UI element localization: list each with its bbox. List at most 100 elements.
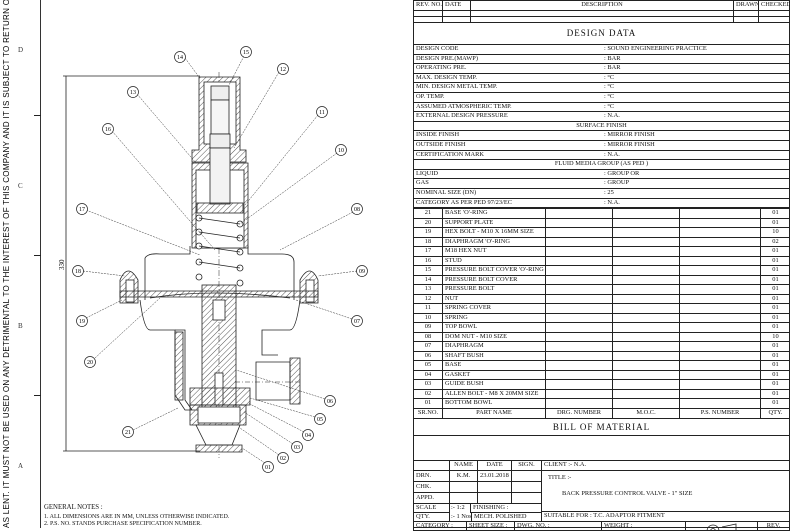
design-data-label: CATEGORY AS PER PED 97/23/EC bbox=[416, 198, 512, 206]
part-balloon: 15 bbox=[240, 46, 252, 58]
balloon-number: 10 bbox=[338, 148, 344, 154]
design-data-label: OPERATING PRE. bbox=[416, 64, 467, 72]
balloon-number: 12 bbox=[280, 67, 286, 73]
part-balloon: 12 bbox=[277, 63, 289, 75]
balloon-number: 17 bbox=[79, 207, 85, 213]
zone-tick bbox=[34, 255, 41, 256]
balloon-number: 20 bbox=[87, 360, 93, 366]
design-data-row: CATEGORY AS PER PED 97/23/EC : N.A. bbox=[413, 197, 790, 209]
bom-empty-cell bbox=[612, 398, 680, 409]
balloon-number: 06 bbox=[327, 399, 333, 405]
design-data-title: DESIGN DATA bbox=[413, 22, 790, 45]
design-data-value: : MIRROR FINISH bbox=[604, 131, 655, 139]
design-data-label: OP. TEMP. bbox=[416, 93, 445, 101]
balloon-number: 09 bbox=[359, 269, 365, 275]
design-data-label: OUTSIDE FINISH bbox=[416, 141, 466, 149]
category-field: CATEGORY : bbox=[413, 521, 467, 531]
part-balloon: 08 bbox=[351, 203, 363, 215]
third-angle-projection-icon bbox=[706, 523, 736, 530]
design-data-label: MIN. DESIGN METAL TEMP. bbox=[416, 83, 498, 91]
design-data-label: ASSUMED ATMOSPHERIC TEMP. bbox=[416, 102, 512, 110]
drawing-title: BACK PRESSURE CONTROL VALVE - 1" SIZE bbox=[562, 490, 693, 497]
zone-label: D bbox=[18, 46, 24, 54]
blank-area bbox=[413, 435, 790, 461]
design-data-value: : GROUP OR bbox=[604, 169, 640, 177]
balloon-number: 19 bbox=[79, 319, 85, 325]
part-balloon: 21 bbox=[122, 426, 134, 438]
balloon-number: 03 bbox=[294, 445, 300, 451]
title-label: TITLE :- bbox=[548, 474, 572, 481]
projection-symbol bbox=[685, 521, 758, 531]
weight-field: WEIGHT : bbox=[601, 521, 686, 531]
design-data-value: : °C bbox=[604, 102, 615, 110]
part-balloon: 11 bbox=[316, 106, 328, 118]
general-notes-title: GENERAL NOTES : bbox=[44, 504, 103, 511]
design-data-label: MAX. DESIGN TEMP. bbox=[416, 73, 477, 81]
part-balloon: 17 bbox=[76, 203, 88, 215]
dimension-label: 330 bbox=[58, 259, 66, 270]
base bbox=[189, 387, 251, 406]
balloon-number: 21 bbox=[125, 430, 131, 436]
zone-label: B bbox=[18, 322, 23, 330]
zone-tick bbox=[34, 395, 41, 396]
part-balloon: 01 bbox=[262, 461, 274, 473]
part-balloon: 06 bbox=[324, 395, 336, 407]
top-bowl bbox=[144, 246, 295, 300]
bom-empty-cell bbox=[545, 398, 613, 409]
balloon-number: 07 bbox=[354, 319, 360, 325]
design-data-label: DESIGN CODE bbox=[416, 45, 459, 53]
part-balloon: 02 bbox=[277, 452, 289, 464]
balloon-number: 01 bbox=[265, 465, 271, 471]
bom-part-name: BOTTOM BOWL bbox=[442, 398, 546, 409]
design-data-label: CERTIFICATION MARK bbox=[416, 150, 484, 158]
design-data-value: : °C bbox=[604, 93, 615, 101]
design-data-value: : N.A. bbox=[604, 150, 620, 158]
part-balloon: 16 bbox=[102, 123, 114, 135]
balloon-number: 15 bbox=[243, 50, 249, 56]
design-data-value: : BAR bbox=[604, 64, 621, 72]
design-data-value: : °C bbox=[604, 73, 615, 81]
design-data-label: NOMINAL SIZE (DN) bbox=[416, 189, 477, 197]
part-balloon: 20 bbox=[84, 356, 96, 368]
design-data-value: : N.A. bbox=[604, 198, 620, 206]
scale-value: :- 1:2 bbox=[451, 503, 465, 511]
design-data-value: : N.A. bbox=[604, 112, 620, 120]
rev-field: REV. bbox=[757, 521, 790, 531]
balloon-number: 18 bbox=[75, 269, 81, 275]
balloon-number: 02 bbox=[280, 456, 286, 462]
bom-qty: 01 bbox=[760, 398, 790, 409]
part-balloon: 10 bbox=[335, 144, 347, 156]
drawing-number-field: DWG. NO. : bbox=[514, 521, 602, 531]
design-data-value: : °C bbox=[604, 83, 615, 91]
design-data-label: GAS bbox=[416, 179, 429, 187]
balloon-number: 05 bbox=[317, 417, 323, 423]
part-balloon: 09 bbox=[356, 265, 368, 277]
design-data-label: INSIDE FINISH bbox=[416, 131, 460, 139]
design-data-label: LIQUID bbox=[416, 169, 439, 177]
sheet-size-field: SHEET SIZE : bbox=[466, 521, 515, 531]
part-balloon: 18 bbox=[72, 265, 84, 277]
design-data-label: EXTERNAL DESIGN PRESSURE bbox=[416, 112, 508, 120]
balloon-number: 14 bbox=[177, 55, 183, 61]
design-data-value: : MIRROR FINISH bbox=[604, 141, 655, 149]
note-item: 2. P.S. NO. STANDS PURCHASE SPECIFICATIO… bbox=[44, 521, 202, 527]
design-data-value: : SOUND ENGINEERING PRACTICE bbox=[604, 45, 707, 53]
design-data-value: : GROUP bbox=[604, 179, 630, 187]
bill-of-material-title: BILL OF MATERIAL bbox=[413, 418, 790, 436]
balloon-number: 08 bbox=[354, 207, 360, 213]
balloon-number: 16 bbox=[105, 127, 111, 133]
design-data-label: DESIGN PRE.(MAWP) bbox=[416, 54, 478, 62]
zone-label: A bbox=[18, 462, 24, 470]
part-balloon: 07 bbox=[351, 315, 363, 327]
zone-label: C bbox=[18, 182, 23, 190]
balloon-number: 13 bbox=[130, 90, 136, 96]
design-data-value: : 25 bbox=[604, 189, 614, 197]
bom-empty-cell bbox=[679, 398, 761, 409]
bom-sr-no: 01 bbox=[413, 398, 443, 409]
balloon-number: 11 bbox=[319, 110, 325, 116]
part-balloon: 05 bbox=[314, 413, 326, 425]
design-data-value: : BAR bbox=[604, 54, 621, 62]
qty-value: :- 1 Nos. bbox=[451, 512, 471, 520]
